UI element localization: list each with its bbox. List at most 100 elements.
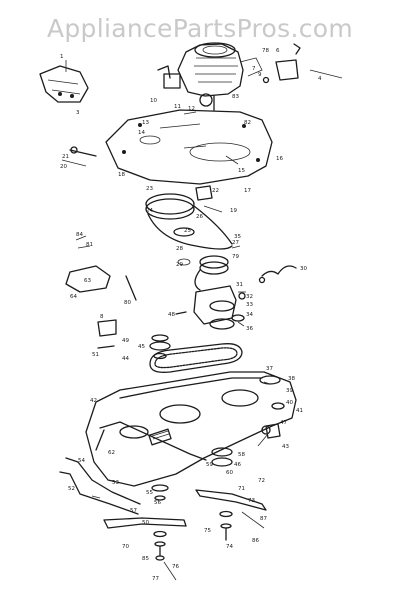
callout-33: 33	[246, 302, 253, 308]
callout-11: 11	[174, 104, 181, 110]
idler-pulley	[177, 255, 229, 291]
callout-63: 63	[84, 278, 91, 284]
leader-lines	[65, 60, 271, 581]
callout-28: 28	[176, 246, 183, 252]
callout-76: 76	[172, 564, 179, 570]
callout-21: 21	[62, 154, 69, 160]
spring	[258, 265, 297, 284]
callout-35: 35	[234, 234, 241, 240]
callout-43: 43	[282, 444, 289, 450]
callout-60: 60	[226, 470, 233, 476]
callout-87: 87	[260, 516, 267, 522]
callout-45: 45	[138, 344, 145, 350]
callout-27: 27	[232, 240, 239, 246]
bracket-top-right	[262, 43, 343, 84]
engine-deck-plate	[105, 109, 273, 185]
callout-84: 84	[76, 232, 83, 238]
callout-36: 36	[246, 326, 253, 332]
callout-58: 58	[238, 452, 245, 458]
front-skid-bar	[59, 457, 141, 515]
callout-64: 64	[70, 294, 77, 300]
linkage-rod	[61, 146, 97, 167]
callout-72: 72	[258, 478, 265, 484]
callout-12: 12	[188, 106, 195, 112]
callout-42: 42	[90, 398, 97, 404]
callout-20: 20	[60, 164, 67, 170]
upper-pulley-belt	[145, 185, 233, 250]
callout-15: 15	[238, 168, 245, 174]
callout-56: 56	[154, 500, 161, 506]
callout-48: 48	[168, 312, 175, 318]
callout-31: 31	[236, 282, 243, 288]
callout-47: 47	[280, 420, 287, 426]
bracket-left-mid	[65, 235, 137, 301]
callout-40: 40	[286, 400, 293, 406]
mower-deck	[85, 371, 297, 487]
callout-57: 57	[130, 508, 137, 514]
callout-78: 78	[262, 48, 269, 54]
callout-37: 37	[266, 366, 273, 372]
callout-34: 34	[246, 312, 253, 318]
mower-blade-left	[103, 517, 187, 529]
callout-6: 6	[276, 48, 280, 54]
callout-62: 62	[108, 450, 115, 456]
callout-51: 51	[92, 352, 99, 358]
callout-41: 41	[296, 408, 303, 414]
callout-7: 7	[252, 66, 256, 72]
callout-19: 19	[230, 208, 237, 214]
callout-53: 53	[112, 480, 119, 486]
callout-23: 23	[146, 186, 153, 192]
callout-16: 16	[276, 156, 283, 162]
callout-82: 82	[244, 120, 251, 126]
callout-83: 83	[232, 94, 239, 100]
callout-39: 39	[286, 388, 293, 394]
callout-9: 9	[258, 72, 262, 78]
callout-73: 73	[248, 498, 255, 504]
lower-drive-belt	[149, 334, 243, 373]
callout-49: 49	[122, 338, 129, 344]
callout-75: 75	[204, 528, 211, 534]
callout-24: 24	[146, 208, 153, 214]
callout-17: 17	[244, 188, 251, 194]
callout-38: 38	[288, 376, 295, 382]
callout-85: 85	[142, 556, 149, 562]
callout-8: 8	[100, 314, 104, 320]
callout-4: 4	[318, 76, 322, 82]
callout-50: 50	[142, 520, 149, 526]
blade-hardware-left	[153, 530, 167, 561]
callout-44: 44	[122, 356, 129, 362]
callout-14: 14	[138, 130, 145, 136]
callout-77: 77	[152, 576, 159, 582]
callout-30: 30	[300, 266, 307, 272]
deck-bracket-right	[265, 423, 281, 439]
callout-80: 80	[124, 300, 131, 306]
callout-52: 52	[68, 486, 75, 492]
callout-labels: 1 3 4 6 7 8 9 10 11 12 13 14 15 16 17 18…	[60, 48, 322, 582]
callout-81: 81	[86, 242, 93, 248]
callout-13: 13	[142, 120, 149, 126]
mount-bracket-left	[39, 65, 89, 103]
callout-79: 79	[232, 254, 239, 260]
callout-86: 86	[252, 538, 259, 544]
callout-25: 25	[184, 228, 191, 234]
callout-3: 3	[76, 110, 80, 116]
callout-55: 55	[146, 490, 153, 496]
callout-71: 71	[238, 486, 245, 492]
callout-70: 70	[122, 544, 129, 550]
callout-22: 22	[212, 188, 219, 194]
callout-46: 46	[234, 462, 241, 468]
mower-blade-right	[195, 489, 267, 511]
callout-18: 18	[118, 172, 125, 178]
callout-54: 54	[78, 458, 85, 464]
callout-10: 10	[150, 98, 157, 104]
spindle-hardware	[151, 447, 233, 501]
callout-1: 1	[60, 54, 64, 60]
spindle-assembly	[175, 285, 246, 330]
clip-and-pin	[97, 319, 117, 349]
callout-59: 59	[206, 462, 213, 468]
engine	[157, 42, 263, 111]
callout-74: 74	[226, 544, 233, 550]
callout-32: 32	[246, 294, 253, 300]
callout-26: 26	[196, 214, 203, 220]
